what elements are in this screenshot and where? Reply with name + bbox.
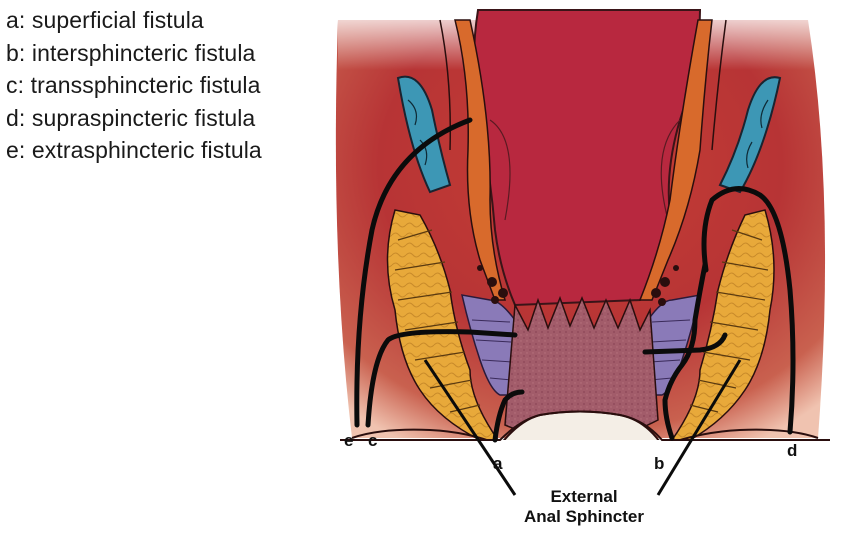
rectal-wall-right	[638, 19, 727, 301]
legend-item-intersphincteric: b: intersphincteric fistula	[6, 39, 256, 66]
sphincter-leader-lines	[423, 359, 742, 496]
fistula-tracts	[354, 117, 796, 443]
fistula-tract-a	[492, 389, 525, 443]
marker-a: a	[493, 454, 503, 473]
marker-e: e	[344, 431, 353, 450]
sphincter-label-line2: Anal Sphincter	[524, 507, 644, 526]
fistula-tract-d	[701, 186, 796, 435]
legend-item-suprasphincteric: d: supraspincteric fistula	[6, 104, 256, 131]
levator-ani-right	[718, 76, 782, 194]
rectal-wall-left	[439, 19, 507, 301]
marker-c: c	[368, 431, 377, 450]
marker-b: b	[654, 454, 664, 473]
fistula-tract-right-transverse	[642, 332, 728, 355]
perianal-skin	[340, 410, 830, 454]
legend-item-transsphincteric: c: transsphincteric fistula	[6, 72, 261, 98]
marker-d: d	[787, 441, 797, 460]
fistula-tract-c	[365, 329, 518, 428]
legend-item-superficial: a: superficial fistula	[6, 7, 204, 33]
anal-glands-left	[477, 265, 508, 304]
levator-ani-left	[396, 75, 452, 194]
sphincter-label-line1: External	[550, 487, 617, 506]
rectum-lumen	[473, 9, 702, 307]
legend: a: superficial fistula b: intersphincter…	[6, 4, 262, 167]
fistula-tract-b	[662, 262, 708, 441]
legend-item-extrasphincteric: e: extrasphincteric fistula	[6, 137, 262, 163]
anal-glands-right	[651, 265, 679, 306]
fistula-tract-e	[354, 117, 473, 428]
